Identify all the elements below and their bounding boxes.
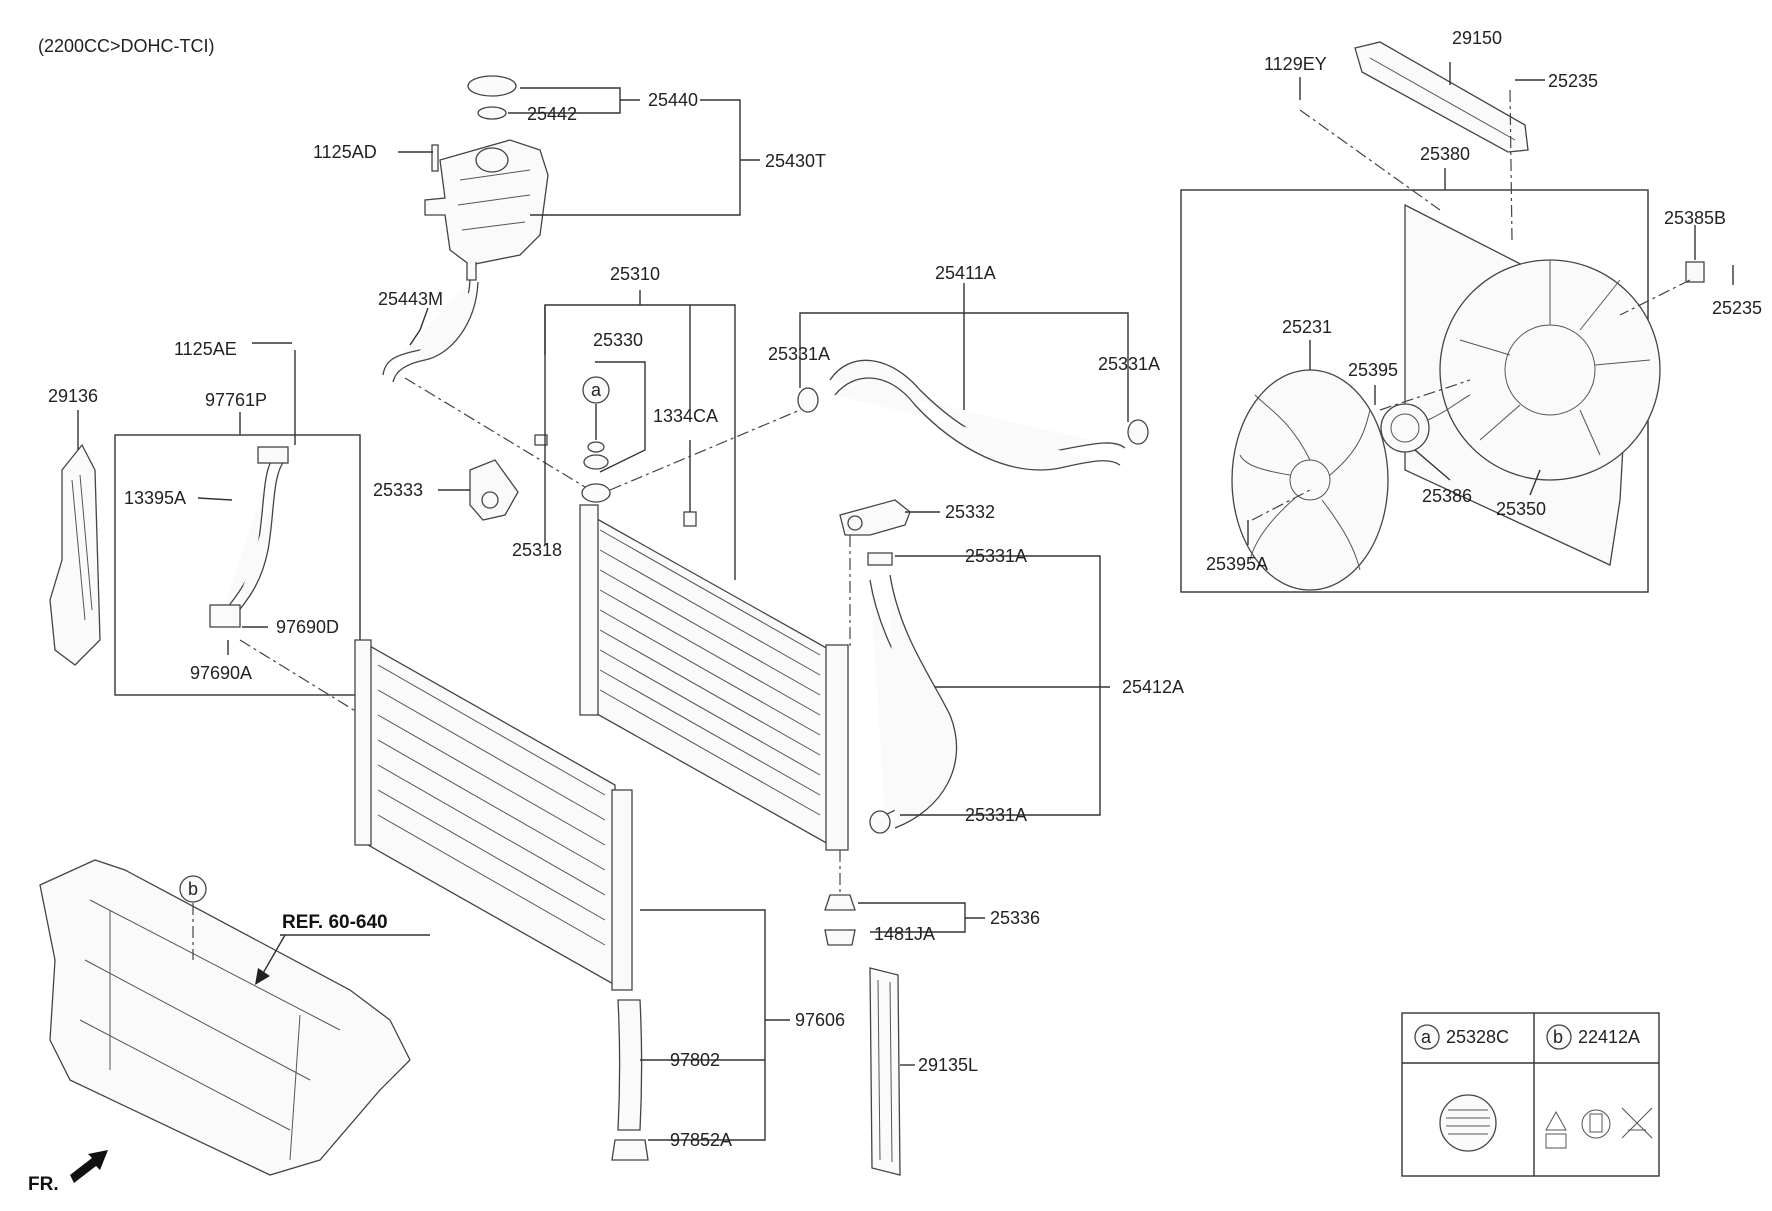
part-label-25331A-upper-left[interactable]: 25331A <box>768 344 830 364</box>
part-label-29150[interactable]: 29150 <box>1452 28 1502 48</box>
part-label-25430T[interactable]: 25430T <box>765 151 826 171</box>
part-label-25331A-upper-right[interactable]: 25331A <box>1098 354 1160 374</box>
part-label-25333[interactable]: 25333 <box>373 480 423 500</box>
part-label-29135L[interactable]: 29135L <box>918 1055 978 1075</box>
front-direction-label: FR. <box>28 1174 59 1195</box>
part-label-25385B[interactable]: 25385B <box>1664 208 1726 228</box>
part-label-25395A[interactable]: 25395A <box>1206 554 1268 574</box>
callout-a-letter: a <box>591 380 602 400</box>
part-label-97606[interactable]: 97606 <box>795 1010 845 1030</box>
callout-b-letter: b <box>188 879 198 899</box>
reservoir-tank-illustration <box>382 75 549 383</box>
part-label-97761P[interactable]: 97761P <box>205 390 267 410</box>
part-label-25231[interactable]: 25231 <box>1282 317 1332 337</box>
caution-label-sticker-icon <box>1439 1094 1497 1152</box>
front-arrow-icon <box>70 1150 108 1183</box>
assembly-guide-line <box>1299 109 1441 211</box>
assembly-guide-line <box>1251 489 1311 521</box>
leader-line <box>520 87 621 100</box>
part-label-25350[interactable]: 25350 <box>1496 499 1546 519</box>
part-label-1334CA[interactable]: 1334CA <box>653 406 718 426</box>
drain-plug-illustration <box>824 850 856 946</box>
part-label-25380[interactable]: 25380 <box>1420 144 1470 164</box>
ac-tube-group-box <box>114 434 361 696</box>
part-label-1481JA[interactable]: 1481JA <box>874 924 935 944</box>
part-label-25331A-lower-bottom[interactable]: 25331A <box>965 805 1027 825</box>
leader-line <box>640 909 766 1141</box>
legend-a-part[interactable]: 25328C <box>1446 1027 1509 1047</box>
assembly-guide-line <box>404 377 591 491</box>
legend-b-part[interactable]: 22412A <box>1578 1027 1640 1047</box>
leader-line <box>409 307 429 346</box>
fan-motor-illustration <box>1380 394 1471 453</box>
part-label-25412A[interactable]: 25412A <box>1122 677 1184 697</box>
assembly-guide-line <box>1509 89 1513 241</box>
leader-line <box>595 361 646 473</box>
assembly-guide-line <box>1619 279 1691 316</box>
assembly-guide-line <box>609 409 801 491</box>
leader-line <box>530 99 741 216</box>
leader-line <box>261 934 286 976</box>
part-label-13395A[interactable]: 13395A <box>124 488 186 508</box>
part-label-1125AD[interactable]: 1125AD <box>313 142 377 162</box>
fan-blade-illustration <box>1231 369 1389 591</box>
ac-tube-illustration <box>209 446 289 628</box>
part-label-25395[interactable]: 25395 <box>1348 360 1398 380</box>
part-label-25331A-lower-top[interactable]: 25331A <box>965 546 1027 566</box>
warning-symbols-sticker-icon <box>1545 1107 1653 1149</box>
assembly-guide-line <box>239 639 371 721</box>
part-label-29136[interactable]: 29136 <box>48 386 98 406</box>
part-label-25440[interactable]: 25440 <box>648 90 698 110</box>
part-label-25318[interactable]: 25318 <box>512 540 562 560</box>
part-label-25332[interactable]: 25332 <box>945 502 995 522</box>
part-label-25386[interactable]: 25386 <box>1422 486 1472 506</box>
lower-hose-illustration <box>867 552 958 834</box>
seal-29135L-illustration <box>869 967 901 1176</box>
arrow-head <box>255 968 270 985</box>
upper-hose-illustration <box>797 359 1149 471</box>
condenser-illustration <box>354 639 649 1161</box>
leader-line <box>197 497 233 501</box>
leader-line <box>1529 469 1541 496</box>
leader-line <box>508 99 640 114</box>
legend-b-letter: b <box>1553 1027 1563 1047</box>
part-label-97690D[interactable]: 97690D <box>276 617 339 637</box>
callout-b-circle <box>179 875 207 903</box>
part-label-97690A[interactable]: 97690A <box>190 663 252 683</box>
part-label-1129EY[interactable]: 1129EY <box>1264 54 1327 74</box>
top-cover-29150-illustration <box>1354 41 1529 153</box>
part-label-1125AE[interactable]: 1125AE <box>174 339 237 359</box>
part-label-25310[interactable]: 25310 <box>610 264 660 284</box>
bracket-25332-illustration <box>839 499 911 536</box>
part-label-25442[interactable]: 25442 <box>527 104 577 124</box>
ref-60-640-label[interactable]: REF. 60-640 <box>282 912 388 933</box>
part-label-25235-right[interactable]: 25235 <box>1712 298 1762 318</box>
assembly-guide-line <box>1379 379 1471 411</box>
connector-25385B-illustration <box>1685 261 1705 283</box>
callout-a-circle <box>582 376 610 404</box>
part-label-25336[interactable]: 25336 <box>990 908 1040 928</box>
part-label-25330[interactable]: 25330 <box>593 330 643 350</box>
leader-line <box>895 555 1101 816</box>
engine-spec-title: (2200CC>DOHC-TCI) <box>38 36 215 56</box>
radiator-illustration <box>534 434 849 851</box>
legend-a-letter: a <box>1421 1027 1432 1047</box>
front-carrier-illustration <box>39 859 411 1176</box>
part-label-25235-top[interactable]: 25235 <box>1548 71 1598 91</box>
leader-line <box>1414 449 1451 481</box>
bracket-25333-illustration <box>469 459 519 521</box>
part-label-25411A[interactable]: 25411A <box>935 263 996 283</box>
part-label-25443M[interactable]: 25443M <box>378 289 443 309</box>
part-label-97852A[interactable]: 97852A <box>670 1130 732 1150</box>
part-label-97802[interactable]: 97802 <box>670 1050 720 1070</box>
legend-table: a 25328C b 22412A <box>1401 1012 1660 1177</box>
side-seal-29136-illustration <box>49 443 101 666</box>
